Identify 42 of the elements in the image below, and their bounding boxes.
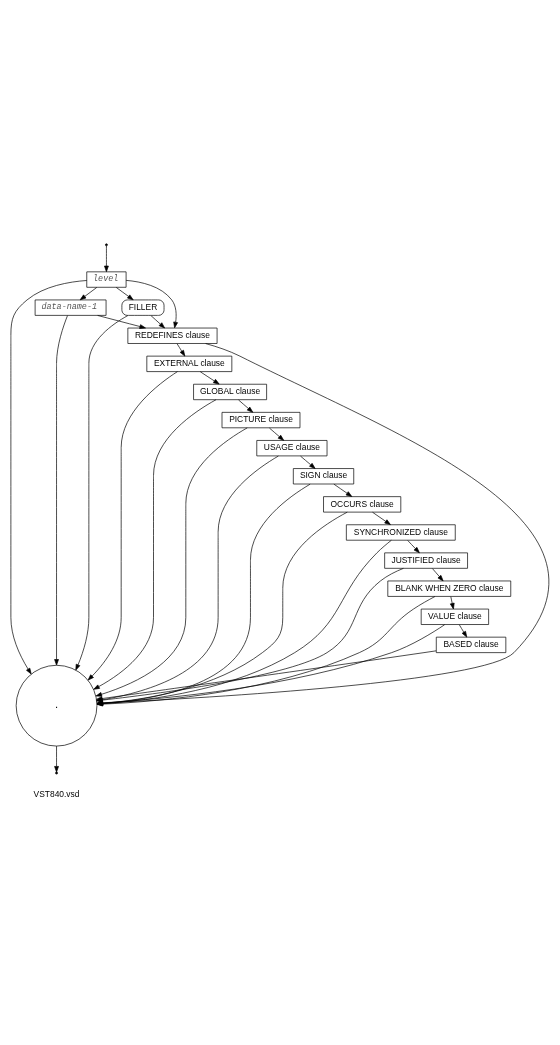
arrow xyxy=(75,314,129,670)
node-box: VALUE clause xyxy=(420,608,489,625)
node-box: GLOBAL clause xyxy=(193,383,267,400)
arrow xyxy=(125,279,178,328)
node-box: level xyxy=(86,270,127,288)
arrow xyxy=(97,314,146,329)
arrow xyxy=(449,595,455,609)
arrow xyxy=(458,623,468,637)
node-box: SIGN clause xyxy=(292,467,355,484)
arrow xyxy=(104,245,109,272)
arrow xyxy=(372,511,391,525)
node-box: data-name-1 xyxy=(34,299,107,316)
node-box: REDEFINES clause xyxy=(127,327,218,344)
arrow xyxy=(333,483,353,497)
arrow xyxy=(54,314,68,665)
arrow xyxy=(96,455,279,702)
node-box: OCCURS clause xyxy=(323,495,402,512)
arrow xyxy=(199,370,220,384)
arrow xyxy=(96,650,437,701)
arrow xyxy=(10,279,88,674)
node-box: BASED clause xyxy=(435,636,507,653)
arrow xyxy=(115,286,134,300)
arrow xyxy=(93,398,217,690)
label: VST840.vsd xyxy=(33,788,80,799)
node-box: USAGE clause xyxy=(256,439,328,456)
node-box: SYNCHRONIZED clause xyxy=(346,523,456,541)
arrow xyxy=(432,567,444,581)
arrow xyxy=(87,370,178,680)
node-box: BLANK WHEN ZERO clause xyxy=(387,580,512,597)
arrow xyxy=(54,745,59,772)
node-box: JUSTIFIED clause xyxy=(384,552,468,569)
arrow xyxy=(95,427,248,697)
arrow xyxy=(238,399,254,413)
node-box: EXTERNAL clause xyxy=(146,355,233,372)
arrow xyxy=(150,314,165,328)
arrow xyxy=(407,539,420,553)
node-box: PICTURE clause xyxy=(221,411,301,428)
arrow xyxy=(79,286,98,300)
node-box: FILLER xyxy=(121,299,165,316)
arrow xyxy=(269,427,285,441)
arrow xyxy=(300,455,316,469)
arrow xyxy=(176,342,186,356)
